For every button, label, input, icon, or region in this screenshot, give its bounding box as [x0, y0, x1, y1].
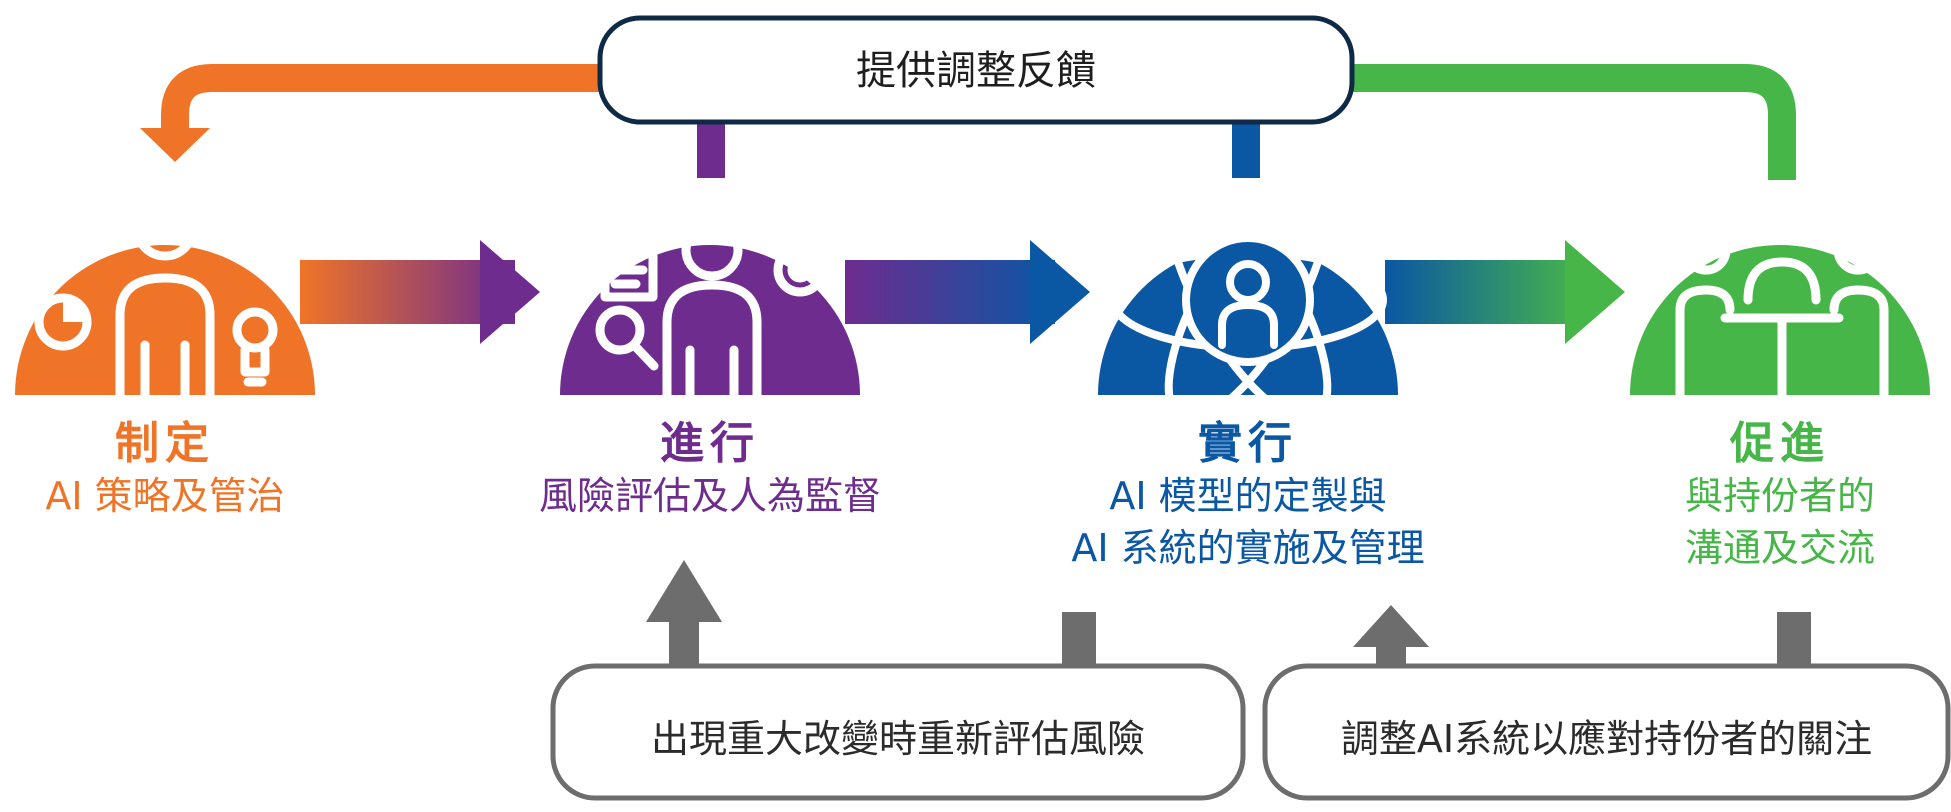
flow-arrow-3-head [1565, 240, 1625, 344]
flow-arrow-1-shaft [300, 260, 515, 324]
stage-3-icon [1098, 176, 1398, 424]
stage-3-title: 實行 [1198, 418, 1298, 469]
stage-2-text: 進行 風險評估及人為監督 [480, 418, 940, 522]
stage-3-text: 實行 AI 模型的定製與 AI 系統的實施及管理 [1010, 418, 1486, 574]
stage-4-title: 促進 [1730, 418, 1830, 469]
stage-1-text: 制定 AI 策略及管治 [0, 418, 330, 522]
stage-1-icon [15, 179, 315, 400]
feedback-box [597, 15, 1355, 125]
flow-arrow-2-head [1030, 240, 1090, 344]
stage-3-desc-line-2: AI 系統的實施及管理 [1071, 526, 1425, 570]
stage-2-title: 進行 [660, 418, 760, 469]
bottom-box-2-label: 調整AI系統以應對持份者的關注 [1340, 717, 1873, 761]
flow-arrow-1-head [480, 240, 540, 344]
flow-arrow-2-shaft [845, 260, 1055, 324]
bottom-box-1-label: 出現重大改變時重新評估風險 [650, 717, 1145, 761]
feedback-collect-line [1352, 64, 1796, 180]
bottom-box-2 [1262, 663, 1951, 801]
stage-4-text: 促進 與持份者的 溝通及交流 [1630, 418, 1930, 574]
feedback-return-arrow-line [161, 64, 600, 138]
stage-4-icon [1630, 188, 1930, 400]
stage-2-desc-line-1: 風險評估及人為監督 [538, 474, 881, 518]
stage-1-desc-line-1: AI 策略及管治 [45, 474, 285, 518]
stage-1-title: 制定 [115, 418, 215, 469]
up-arrow-1-head [646, 560, 722, 622]
flow-arrow-3-shaft [1385, 260, 1585, 324]
feedback-return-arrowhead [140, 128, 210, 162]
feedback-connector-blue [1232, 118, 1260, 178]
bottom-box-1 [550, 663, 1246, 801]
feedback-connector-purple [697, 118, 725, 178]
stage-2-icon [560, 217, 860, 400]
stage-4-desc-line-2: 溝通及交流 [1684, 526, 1875, 570]
stage-3-desc-line-1: AI 模型的定製與 [1109, 474, 1387, 518]
up-arrow-2-head [1353, 605, 1429, 647]
feedback-label: 提供調整反饋 [856, 48, 1096, 94]
stage-4-desc-line-1: 與持份者的 [1684, 474, 1875, 518]
